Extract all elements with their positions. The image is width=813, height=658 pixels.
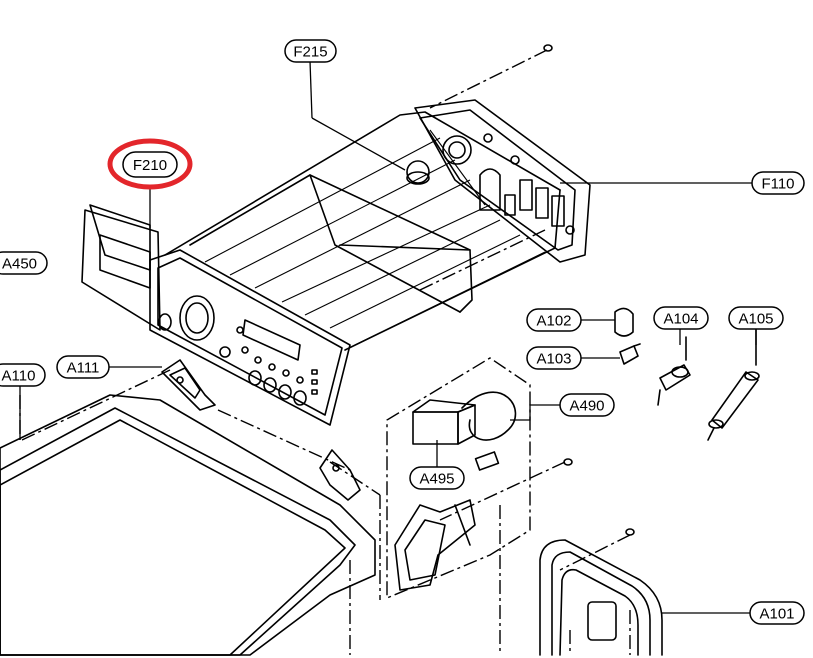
- assembly-guide-lines: [19, 49, 631, 655]
- callout-label: A110: [2, 368, 36, 385]
- callout-label: A102: [536, 313, 571, 330]
- console-frame: [164, 111, 561, 351]
- callout-f110[interactable]: F110: [751, 171, 805, 195]
- screw-icon: [625, 528, 635, 536]
- callout-a104[interactable]: A104: [653, 306, 709, 330]
- callout-label: F215: [293, 44, 327, 61]
- leader-lines: [19, 60, 757, 614]
- callout-label: A104: [663, 311, 698, 328]
- bracket-box: [386, 357, 531, 600]
- top-cover-part: [0, 394, 376, 656]
- callout-f210[interactable]: F210: [122, 151, 178, 178]
- callout-a103[interactable]: A103: [526, 346, 582, 370]
- callout-a490[interactable]: A490: [559, 393, 615, 417]
- screw-icon: [563, 458, 573, 466]
- callout-a495[interactable]: A495: [409, 466, 465, 490]
- callout-label: A490: [569, 398, 604, 415]
- control-board: [406, 99, 591, 263]
- highlight-ring: [107, 138, 193, 190]
- small-parts: [614, 307, 760, 441]
- callout-label: A111: [67, 360, 100, 377]
- callout-label: A101: [759, 606, 794, 623]
- callout-label: A495: [419, 471, 454, 488]
- callout-label: A103: [536, 351, 571, 368]
- callout-label: A450: [2, 256, 37, 273]
- callout-a102[interactable]: A102: [526, 308, 582, 332]
- callout-f215[interactable]: F215: [284, 39, 337, 63]
- callout-a101[interactable]: A101: [749, 601, 805, 625]
- callout-a105[interactable]: A105: [728, 306, 784, 330]
- callout-label: F210: [133, 157, 167, 174]
- screws: [543, 44, 635, 536]
- callout-a450[interactable]: A450: [0, 251, 48, 275]
- hinge-brackets: [161, 359, 361, 501]
- control-panel-part: [81, 204, 351, 426]
- lid-frame-part: [539, 539, 663, 656]
- callout-a111[interactable]: A111: [56, 355, 110, 379]
- callout-label: A105: [738, 311, 773, 328]
- screw-icon: [543, 44, 553, 52]
- callout-label: F110: [761, 176, 794, 193]
- callout-a110[interactable]: A110: [0, 363, 46, 387]
